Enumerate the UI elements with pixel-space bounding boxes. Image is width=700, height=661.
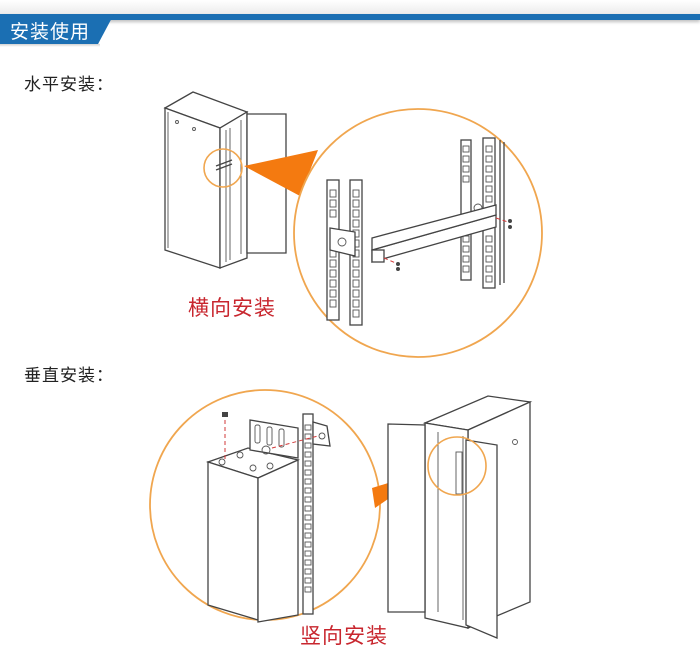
section-label-vertical: 垂直安装： — [24, 366, 114, 386]
zoom-ring-small — [203, 148, 243, 188]
header-tab — [0, 14, 114, 44]
caption-horizontal: 横向安装 — [188, 296, 276, 320]
cabinet-drawing-horizontal — [163, 91, 287, 269]
detail-circle-horizontal — [293, 108, 543, 358]
section-label-horizontal: 水平安装： — [24, 75, 114, 95]
header-tab-shadow — [0, 44, 100, 47]
caption-vertical: 竖向安装 — [300, 624, 388, 648]
header-divider-bar — [0, 14, 700, 20]
page-title: 安装使用 — [10, 21, 91, 43]
header-background — [0, 0, 700, 14]
callout-wedge — [244, 150, 318, 196]
